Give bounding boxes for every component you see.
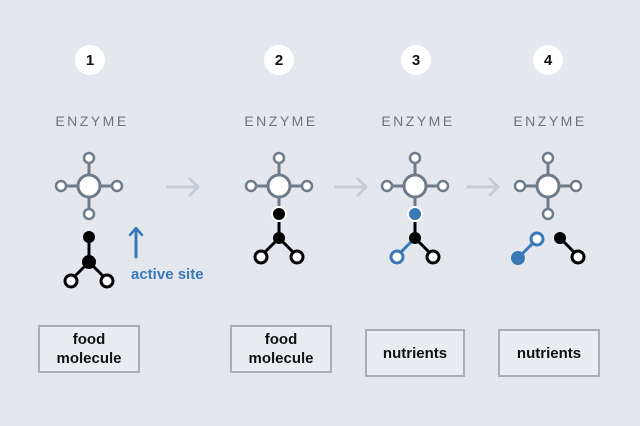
- molecule-ring: [570, 249, 586, 265]
- step-4-enzyme-core: [535, 173, 561, 199]
- step-2-enzyme-core: [266, 173, 292, 199]
- molecule-atom: [271, 206, 287, 222]
- step-4-box-label: nutrients: [516, 344, 582, 362]
- nutrient-atom: [511, 251, 525, 265]
- molecule-atom: [409, 232, 421, 244]
- step-2-food-molecule: [253, 206, 305, 265]
- step-2-enzyme-label: ENZYME: [244, 113, 318, 129]
- step-4-box: nutrients: [498, 329, 600, 377]
- step-3-enzyme-ring: [408, 151, 422, 165]
- active-site-arrow: [128, 226, 144, 259]
- step-2-badge: 2: [264, 45, 294, 75]
- molecule-atom: [82, 255, 96, 269]
- step-2-enzyme-ring: [300, 179, 314, 193]
- step-1-enzyme-ring: [82, 151, 96, 165]
- arrow-2-to-3: [334, 177, 368, 197]
- nutrient-ring: [529, 231, 545, 247]
- step-3-box-label: nutrients: [382, 344, 448, 362]
- step-3-enzyme-label: ENZYME: [381, 113, 455, 129]
- molecule-ring: [63, 273, 79, 289]
- step-4-enzyme-ring: [541, 207, 555, 221]
- arrow-3-to-4: [466, 177, 500, 197]
- molecule-ring: [253, 249, 269, 265]
- arrow-2-to-3-head: [356, 177, 368, 197]
- molecule-ring: [99, 273, 115, 289]
- step-4-enzyme-ring: [569, 179, 583, 193]
- nutrient-ring: [389, 249, 405, 265]
- step-1-box-label: food molecule: [56, 331, 122, 367]
- molecule-atom: [554, 232, 566, 244]
- step-1-enzyme-core: [76, 173, 102, 199]
- step-3-enzyme-ring: [436, 179, 450, 193]
- active-site-label: active site: [131, 266, 204, 283]
- step-4-enzyme-label: ENZYME: [513, 113, 587, 129]
- step-1-enzyme-ring: [54, 179, 68, 193]
- step-2-enzyme-ring: [244, 179, 258, 193]
- step-4-badge: 4: [533, 45, 563, 75]
- arrow-3-to-4-head: [488, 177, 500, 197]
- step-3-enzyme-ring: [380, 179, 394, 193]
- step-3-enzyme-core: [402, 173, 428, 199]
- molecule-atom: [83, 231, 95, 243]
- step-1-enzyme-ring: [82, 207, 96, 221]
- step-1-enzyme-label: ENZYME: [55, 113, 129, 129]
- molecule-ring: [425, 249, 441, 265]
- arrow-1-to-2: [166, 177, 200, 197]
- molecule-ring: [289, 249, 305, 265]
- step-2-enzyme-ring: [272, 151, 286, 165]
- step-1-enzyme: [54, 151, 124, 221]
- active-site-arrow-head: [128, 226, 144, 237]
- molecule-atom: [273, 232, 285, 244]
- step-2-box: food molecule: [230, 325, 332, 373]
- step-1-box: food molecule: [38, 325, 140, 373]
- step-4-nutrients: [511, 231, 586, 265]
- step-4-enzyme: [513, 151, 583, 221]
- step-4-enzyme-ring: [513, 179, 527, 193]
- step-3-badge: 3: [401, 45, 431, 75]
- step-4-enzyme-ring: [541, 151, 555, 165]
- step-3-box: nutrients: [365, 329, 465, 377]
- step-1-badge: 1: [75, 45, 105, 75]
- arrow-1-to-2-head: [188, 177, 200, 197]
- step-2-box-label: food molecule: [248, 331, 314, 367]
- step-3-splitting-molecule: [389, 206, 441, 265]
- nutrient-atom: [407, 206, 423, 222]
- step-1-food-molecule: [63, 231, 115, 289]
- step-1-enzyme-ring: [110, 179, 124, 193]
